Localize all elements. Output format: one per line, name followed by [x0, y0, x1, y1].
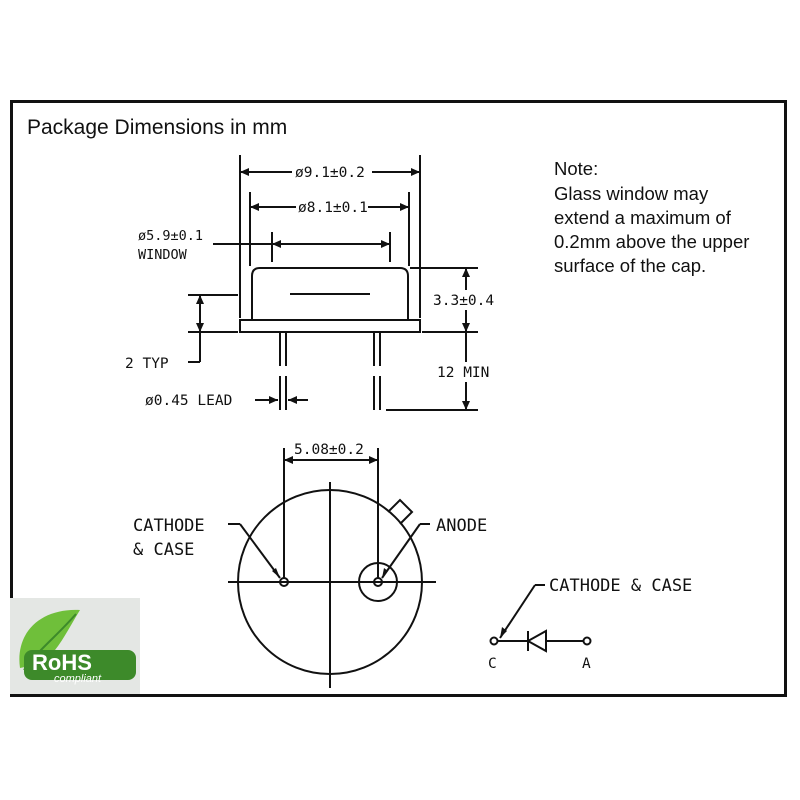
- schematic-node-a: [582, 636, 592, 646]
- dim-window-diameter: ø5.9±0.1: [138, 228, 203, 244]
- logo-text-main: RoHS: [32, 650, 92, 675]
- arrowhead: [462, 268, 470, 277]
- dim-lead-length: 12 MIN: [437, 365, 489, 381]
- note-line-4: surface of the cap.: [554, 255, 707, 276]
- arrowhead: [272, 568, 280, 578]
- text-bg: [434, 362, 502, 382]
- label-anode: ANODE: [436, 516, 487, 536]
- arrowhead: [288, 396, 297, 404]
- logo-text-sub: compliant: [54, 673, 102, 685]
- label-cathode-line2: & CASE: [133, 540, 194, 560]
- dim-window-label: WINDOW: [138, 247, 188, 263]
- arrowhead: [382, 568, 388, 578]
- label-pin-a: A: [582, 656, 591, 672]
- note-heading: Note:: [554, 158, 599, 179]
- dim-lead-diameter: ø0.45 LEAD: [145, 393, 232, 409]
- diagram-title: Package Dimensions in mm: [27, 116, 288, 139]
- arrowhead: [196, 323, 204, 332]
- tab: [387, 498, 414, 525]
- arrowhead: [284, 456, 293, 464]
- leader-cathode-b: [239, 523, 281, 579]
- leader-anode-b: [381, 523, 421, 579]
- dim-pin-spacing: 5.08±0.2: [294, 442, 364, 458]
- dim-outer-diameter: ø9.1±0.2: [295, 165, 365, 181]
- diagram-frame: [10, 100, 787, 697]
- arrowhead: [400, 203, 409, 211]
- dim-flange: 2 TYP: [125, 356, 169, 372]
- arrowhead: [272, 240, 281, 248]
- arrowhead: [411, 168, 420, 176]
- text-bg: [296, 197, 368, 215]
- arrowhead: [462, 323, 470, 332]
- dim-cap-diameter: ø8.1±0.1: [298, 200, 368, 216]
- diode-triangle: [525, 629, 547, 653]
- text-bg: [432, 290, 502, 310]
- label-pin-c: C: [488, 656, 497, 672]
- arrowhead: [381, 240, 390, 248]
- flange: [239, 319, 421, 333]
- text-bg: [292, 162, 372, 180]
- note-line-2: extend a maximum of: [554, 207, 731, 228]
- note-line-1: Glass window may: [554, 183, 709, 204]
- rohs-logo: RoHS compliant: [10, 598, 140, 694]
- arrowhead: [500, 627, 507, 638]
- note-line-3: 0.2mm above the upper: [554, 231, 750, 252]
- rohs-logo-graphic: RoHS compliant: [19, 609, 136, 685]
- arrowhead: [462, 401, 470, 410]
- cap-body: [251, 267, 409, 321]
- arrowhead: [250, 203, 259, 211]
- arrowhead: [369, 456, 378, 464]
- dim-height: 3.3±0.4: [433, 293, 494, 309]
- label-schematic: CATHODE & CASE: [549, 576, 692, 596]
- schematic-node-c: [489, 636, 499, 646]
- schematic-leader-b: [499, 584, 536, 639]
- logo-badge: [24, 650, 136, 680]
- arrowhead: [196, 295, 204, 304]
- label-cathode-line1: CATHODE: [133, 516, 205, 536]
- arrowhead: [240, 168, 249, 176]
- arrowhead: [269, 396, 278, 404]
